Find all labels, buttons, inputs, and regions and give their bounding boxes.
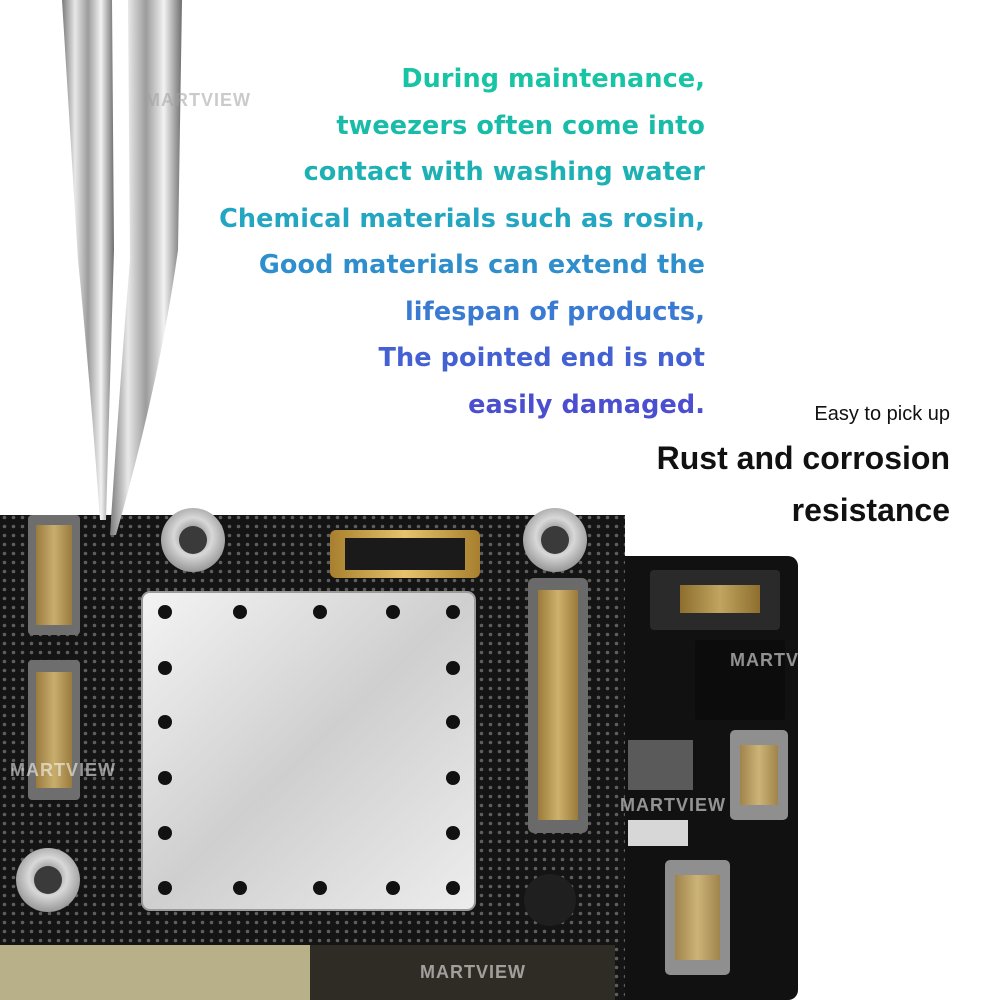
headline-line: easily damaged. — [468, 389, 705, 420]
feature-tagline: Easy to pick up Rust and corrosion resis… — [560, 396, 950, 536]
tagline-title: Rust and corrosion — [656, 440, 950, 476]
secondary-board — [600, 556, 798, 1000]
brand-watermark: MARTVIEW — [10, 760, 116, 780]
headline-line: contact with washing water — [303, 157, 705, 187]
headline-line: Good materials can extend the — [258, 250, 705, 280]
headline-line: Chemical materials such as rosin, — [219, 203, 705, 234]
headline-paragraph: During maintenance, tweezers often come … — [150, 56, 705, 428]
brand-watermark: MARTVIEW — [730, 650, 836, 670]
brand-watermark: MARTVIEW — [420, 962, 526, 982]
main-board — [0, 508, 625, 1000]
headline-line: lifespan of products, — [404, 296, 705, 327]
tweezers — [62, 0, 182, 535]
headline-line: tweezers often come into — [336, 110, 705, 141]
tagline-title: resistance — [791, 492, 950, 528]
headline-line: During maintenance, — [401, 64, 705, 94]
headline-line: The pointed end is not — [378, 343, 705, 373]
brand-watermark: MARTVIEW — [620, 795, 726, 815]
tagline-small: Easy to pick up — [814, 403, 950, 425]
brand-watermark: MARTVIEW — [145, 90, 251, 110]
